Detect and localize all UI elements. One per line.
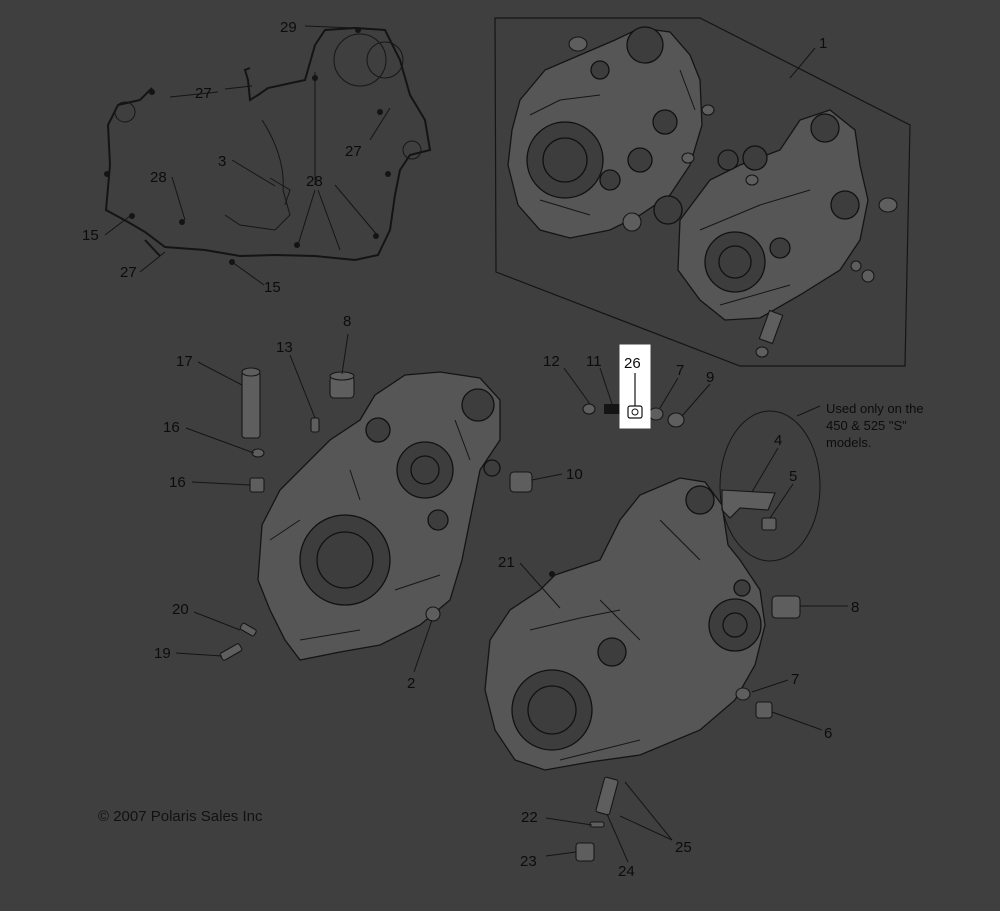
callout-labels: 1 29 27 27 27 3 28 28 15 15 8 17 13 16 1… bbox=[82, 19, 859, 880]
callout-22: 22 bbox=[521, 809, 538, 826]
highlight-box-26 bbox=[619, 344, 651, 429]
callout-8: 8 bbox=[851, 599, 859, 616]
callout-26: 26 bbox=[624, 355, 641, 372]
callout-10: 10 bbox=[566, 466, 583, 483]
callout-3: 3 bbox=[218, 153, 226, 170]
callout-16: 16 bbox=[169, 474, 186, 491]
callout-5: 5 bbox=[789, 468, 797, 485]
callout-23: 23 bbox=[520, 853, 537, 870]
callout-8: 8 bbox=[343, 313, 351, 330]
callout-1: 1 bbox=[819, 35, 827, 52]
note-line-2: 450 & 525 "S" bbox=[826, 418, 907, 433]
callout-7: 7 bbox=[676, 362, 684, 379]
crankcase-assembly-box bbox=[494, 17, 911, 367]
callout-27: 27 bbox=[345, 143, 362, 160]
s-model-note: Used only on the 450 & 525 "S" models. bbox=[826, 401, 924, 450]
callout-15: 15 bbox=[82, 227, 99, 244]
callout-13: 13 bbox=[276, 339, 293, 356]
crankcase-right-half bbox=[484, 477, 766, 771]
s-model-callout-circle bbox=[719, 410, 821, 562]
callout-4: 4 bbox=[774, 432, 782, 449]
callout-12: 12 bbox=[543, 353, 560, 370]
callout-20: 20 bbox=[172, 601, 189, 618]
callout-21: 21 bbox=[498, 554, 515, 571]
copyright-text: © 2007 Polaris Sales Inc bbox=[98, 808, 263, 825]
callout-25: 25 bbox=[675, 839, 692, 856]
callout-19: 19 bbox=[154, 645, 171, 662]
callout-2: 2 bbox=[407, 675, 415, 692]
callout-27: 27 bbox=[120, 264, 137, 281]
callout-27: 27 bbox=[195, 85, 212, 102]
callout-17: 17 bbox=[176, 353, 193, 370]
callout-29: 29 bbox=[280, 19, 297, 36]
callout-15: 15 bbox=[264, 279, 281, 296]
crankcase-gasket bbox=[104, 26, 432, 262]
callout-9: 9 bbox=[706, 369, 714, 386]
leader-lines bbox=[104, 25, 848, 863]
note-line-3: models. bbox=[826, 435, 872, 450]
callout-7: 7 bbox=[791, 671, 799, 688]
note-line-1: Used only on the bbox=[826, 401, 924, 416]
callout-24: 24 bbox=[618, 863, 635, 880]
cover-inner-part bbox=[224, 119, 291, 231]
callout-16: 16 bbox=[163, 419, 180, 436]
callout-6: 6 bbox=[824, 725, 832, 742]
crankcase-left-half bbox=[257, 371, 501, 661]
box-bearings bbox=[568, 36, 898, 358]
crankcase-half-right-assembled bbox=[677, 109, 869, 321]
small-parts bbox=[219, 367, 801, 862]
crankcase-half-left-assembled bbox=[507, 26, 703, 239]
callout-28: 28 bbox=[306, 173, 323, 190]
gasket-bolt-dots bbox=[104, 27, 391, 265]
callout-11: 11 bbox=[586, 353, 602, 370]
callout-28: 28 bbox=[150, 169, 167, 186]
